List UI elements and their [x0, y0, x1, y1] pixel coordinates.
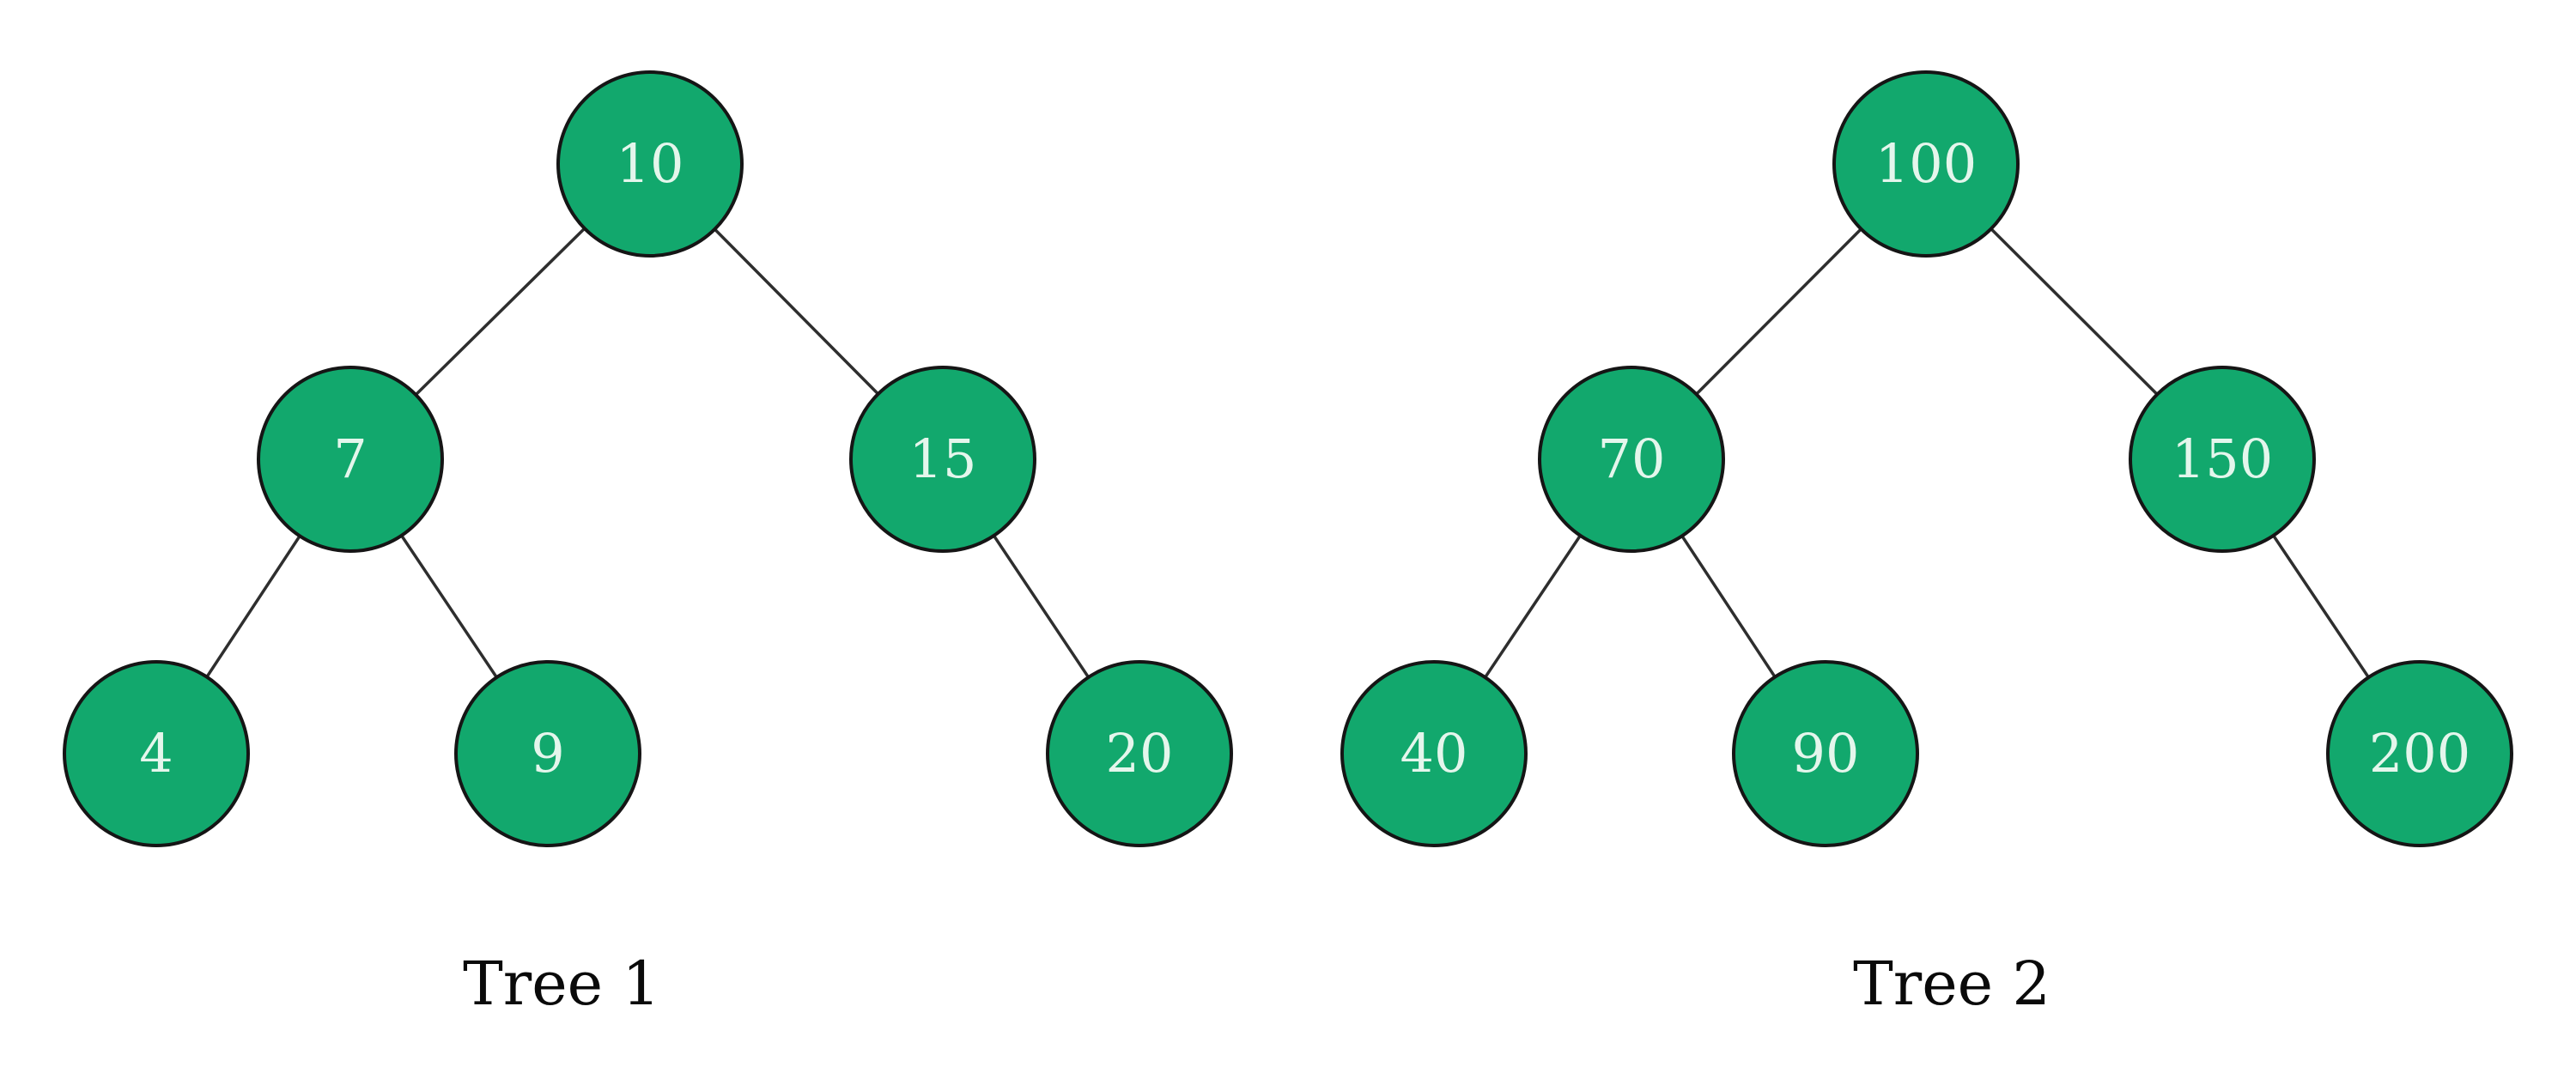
- tree-node-4: 4: [63, 660, 250, 847]
- node-circle-10: [556, 70, 744, 258]
- node-circle-9: [454, 660, 641, 847]
- node-value-7: 7: [333, 427, 367, 490]
- tree-node-90: 90: [1732, 660, 1919, 847]
- node-circle-200: [2326, 660, 2513, 847]
- node-value-15: 15: [909, 427, 977, 490]
- node-circle-20: [1046, 660, 1233, 847]
- node-value-20: 20: [1106, 722, 1174, 785]
- node-value-9: 9: [531, 722, 564, 785]
- tree-node-70: 70: [1538, 366, 1725, 553]
- tree-node-40: 40: [1340, 660, 1528, 847]
- tree-node-20: 20: [1046, 660, 1233, 847]
- node-circle-90: [1732, 660, 1919, 847]
- node-circle-70: [1538, 366, 1725, 553]
- node-circle-150: [2129, 366, 2316, 553]
- node-value-100: 100: [1875, 132, 1977, 195]
- tree-node-100: 100: [1832, 70, 2020, 258]
- tree-node-7: 7: [257, 366, 444, 553]
- node-value-10: 10: [617, 132, 684, 195]
- node-value-200: 200: [2369, 722, 2470, 785]
- tree-1-caption: Tree 1: [463, 949, 660, 1019]
- node-value-70: 70: [1598, 427, 1666, 490]
- tree-node-10: 10: [556, 70, 744, 258]
- node-circle-100: [1832, 70, 2020, 258]
- node-value-90: 90: [1792, 722, 1860, 785]
- node-value-40: 40: [1400, 722, 1468, 785]
- node-value-4: 4: [139, 722, 173, 785]
- node-circle-15: [849, 366, 1036, 553]
- tree-node-150: 150: [2129, 366, 2316, 553]
- node-circle-7: [257, 366, 444, 553]
- tree-2-caption: Tree 2: [1853, 949, 2050, 1019]
- tree-node-15: 15: [849, 366, 1036, 553]
- tree-node-200: 200: [2326, 660, 2513, 847]
- node-circle-40: [1340, 660, 1528, 847]
- node-circle-4: [63, 660, 250, 847]
- tree-node-9: 9: [454, 660, 641, 847]
- node-value-150: 150: [2172, 427, 2273, 490]
